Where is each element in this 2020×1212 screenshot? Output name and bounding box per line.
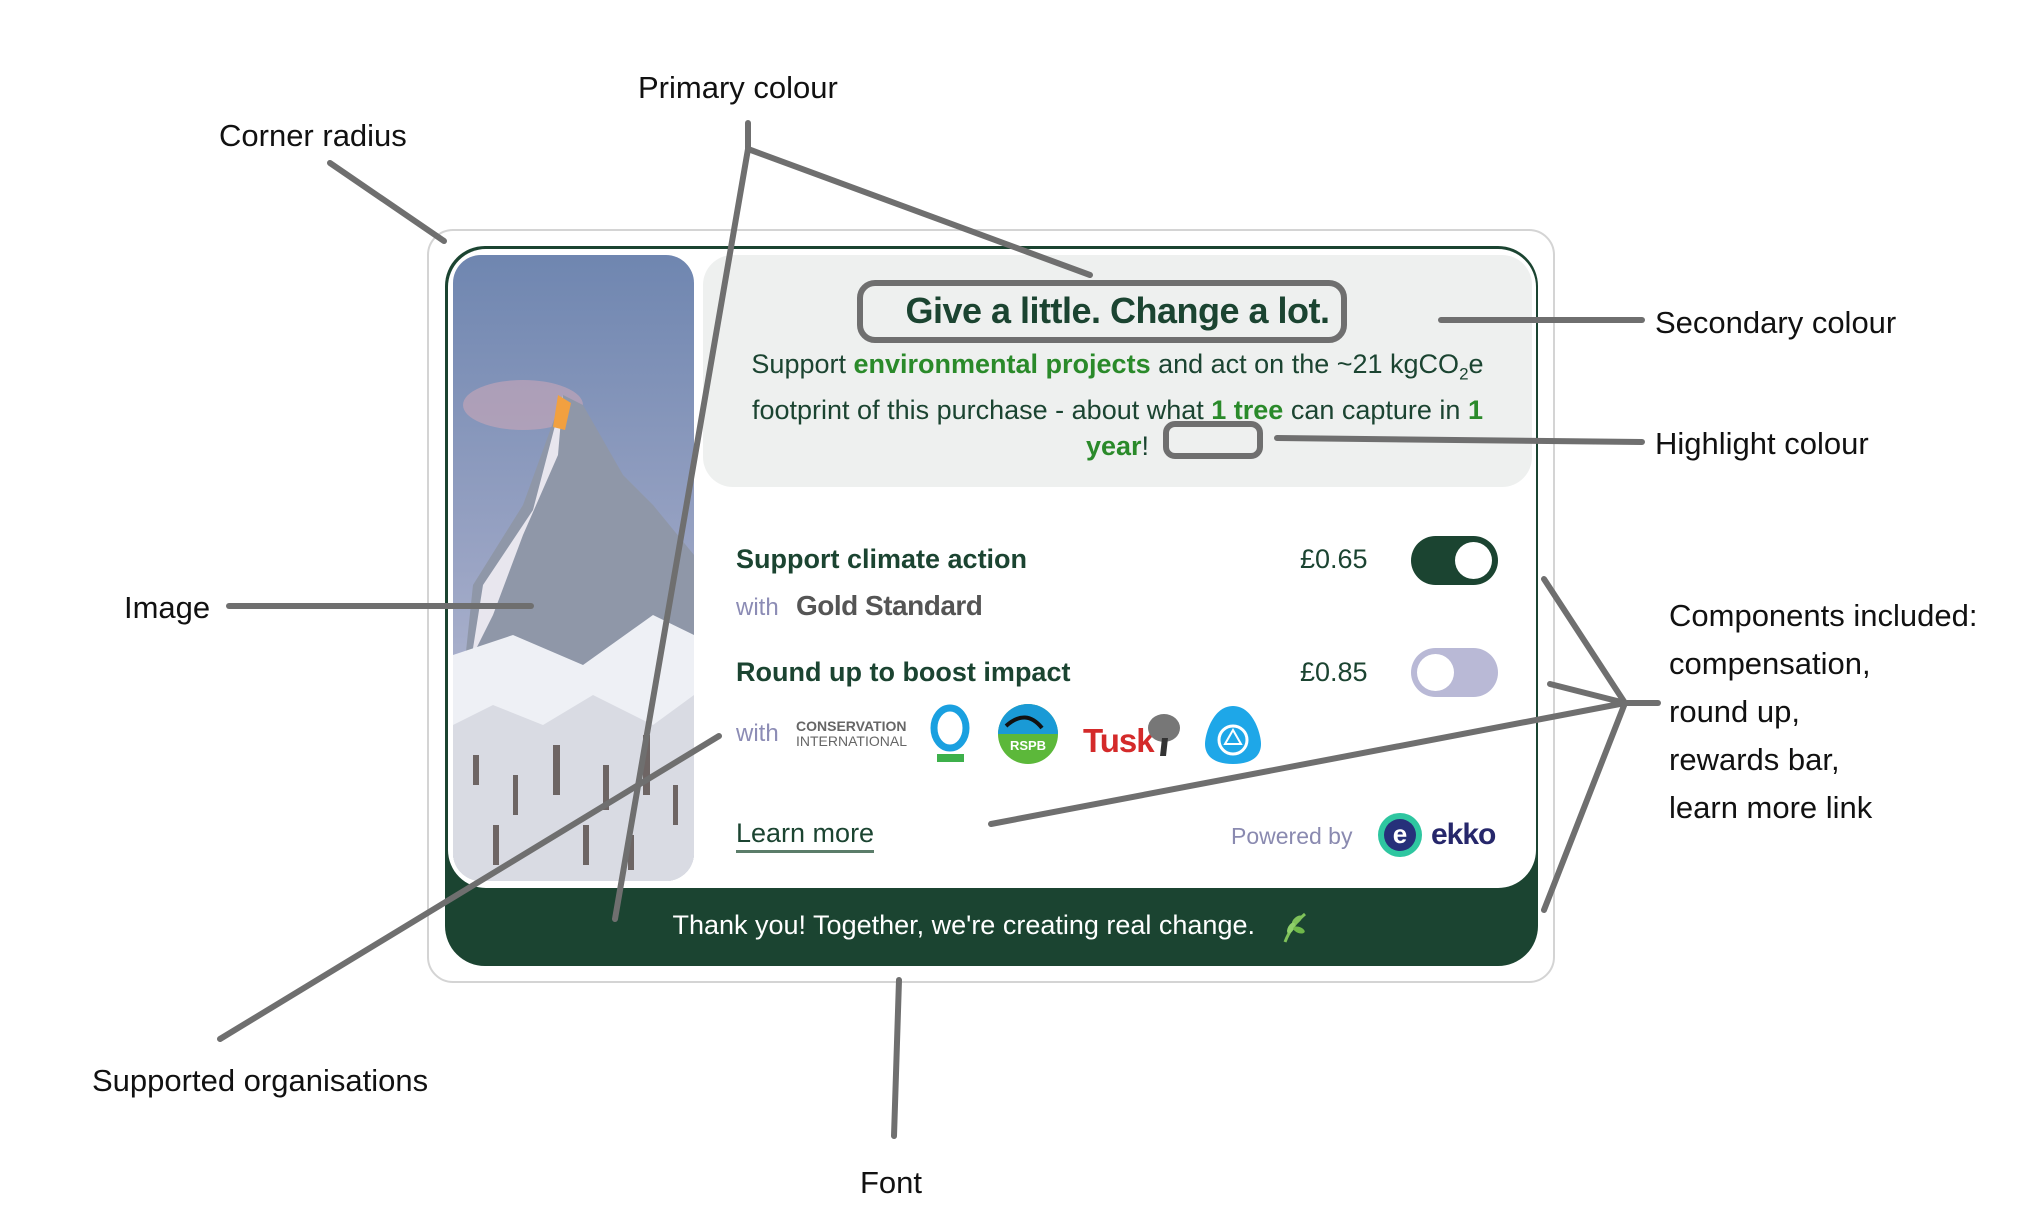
- components-line: [1541, 700, 1628, 913]
- highlight-colour-label: Highlight colour: [1655, 426, 1869, 461]
- desc-highlight: environmental projects: [853, 349, 1151, 379]
- components-line: [988, 700, 1628, 827]
- components-line-text: rewards bar,: [1669, 742, 1840, 777]
- learn-more-link[interactable]: Learn more: [736, 818, 875, 853]
- primary-colour-label: Primary colour: [638, 70, 838, 105]
- round-up-toggle[interactable]: [1411, 648, 1498, 697]
- leaf-icon: [1283, 912, 1306, 943]
- highlight-colour-line: [1274, 435, 1645, 445]
- rspb-logo: RSPB: [998, 704, 1058, 764]
- powered-by-label: Powered by: [1231, 823, 1353, 849]
- desc-text: Support: [751, 349, 854, 379]
- font-label: Font: [860, 1165, 923, 1200]
- corner-radius-line: [327, 160, 447, 244]
- supported-organisations-line: [217, 733, 722, 1042]
- components-label: Components included: compensation, round…: [1669, 592, 1977, 832]
- desc-highlight: 1 year: [1085, 395, 1483, 462]
- desc-text: can capture in: [1283, 395, 1468, 426]
- desc-text: and act on the ~21 kgCO: [1150, 349, 1460, 379]
- compensation-label: Support climate action: [736, 544, 1028, 574]
- components-line: [1541, 576, 1628, 706]
- components-line: [1547, 681, 1628, 706]
- components-line-text: learn more link: [1669, 790, 1873, 825]
- round-up-label: Round up to boost impact: [736, 657, 1071, 687]
- secondary-colour-label: Secondary colour: [1655, 305, 1897, 340]
- ekko-logo: ekko: [1431, 818, 1496, 851]
- partner-badge-icon: [1205, 706, 1261, 764]
- highlight-colour-callout-box: [1163, 421, 1263, 459]
- primary-colour-line: [745, 146, 1093, 278]
- compensation-price: £0.65: [1300, 544, 1368, 574]
- secondary-header-panel: [703, 255, 1532, 487]
- corner-radius-label: Corner radius: [219, 118, 407, 153]
- rewards-bar: Thank you! Together, we're creating real…: [445, 910, 1538, 944]
- conservation-international-mark-icon: [930, 704, 970, 762]
- tusk-elephant-icon: [1148, 714, 1180, 756]
- with-label: with: [736, 594, 779, 621]
- tusk-logo: Tusk: [1083, 722, 1155, 759]
- image-label: Image: [124, 590, 211, 625]
- with-label: with: [736, 720, 779, 747]
- rspb-text: RSPB: [1010, 738, 1046, 753]
- gold-standard-logo: Gold Standard: [796, 590, 983, 621]
- widget-title: Give a little. Change a lot.: [905, 290, 1330, 331]
- round-up-price: £0.85: [1300, 657, 1368, 687]
- font-line: [891, 977, 902, 1139]
- components-line-text: Components included:: [1669, 598, 1978, 633]
- components-line-text: round up,: [1669, 694, 1800, 729]
- components-line-text: compensation,: [1669, 646, 1871, 681]
- primary-colour-line: [612, 146, 751, 922]
- desc-highlight: 1 tree: [1211, 395, 1284, 426]
- ci-text: CONSERVATION: [796, 718, 907, 734]
- desc-text: e footprint of this purchase - about wha…: [752, 349, 1484, 426]
- rewards-bar-text: Thank you! Together, we're creating real…: [672, 910, 1255, 941]
- primary-colour-callout-box: [857, 280, 1347, 343]
- desc-subscript: 2: [1459, 364, 1469, 384]
- ekko-mark-letter: e: [1384, 819, 1416, 851]
- compensation-toggle[interactable]: [1411, 536, 1498, 585]
- ci-text: INTERNATIONAL: [796, 733, 907, 749]
- desc-text: !: [1141, 431, 1150, 462]
- ekko-logo-mark: e: [1378, 813, 1422, 857]
- widget-description: Support environmental projects and act o…: [740, 346, 1495, 464]
- supported-organisations-label: Supported organisations: [92, 1063, 429, 1098]
